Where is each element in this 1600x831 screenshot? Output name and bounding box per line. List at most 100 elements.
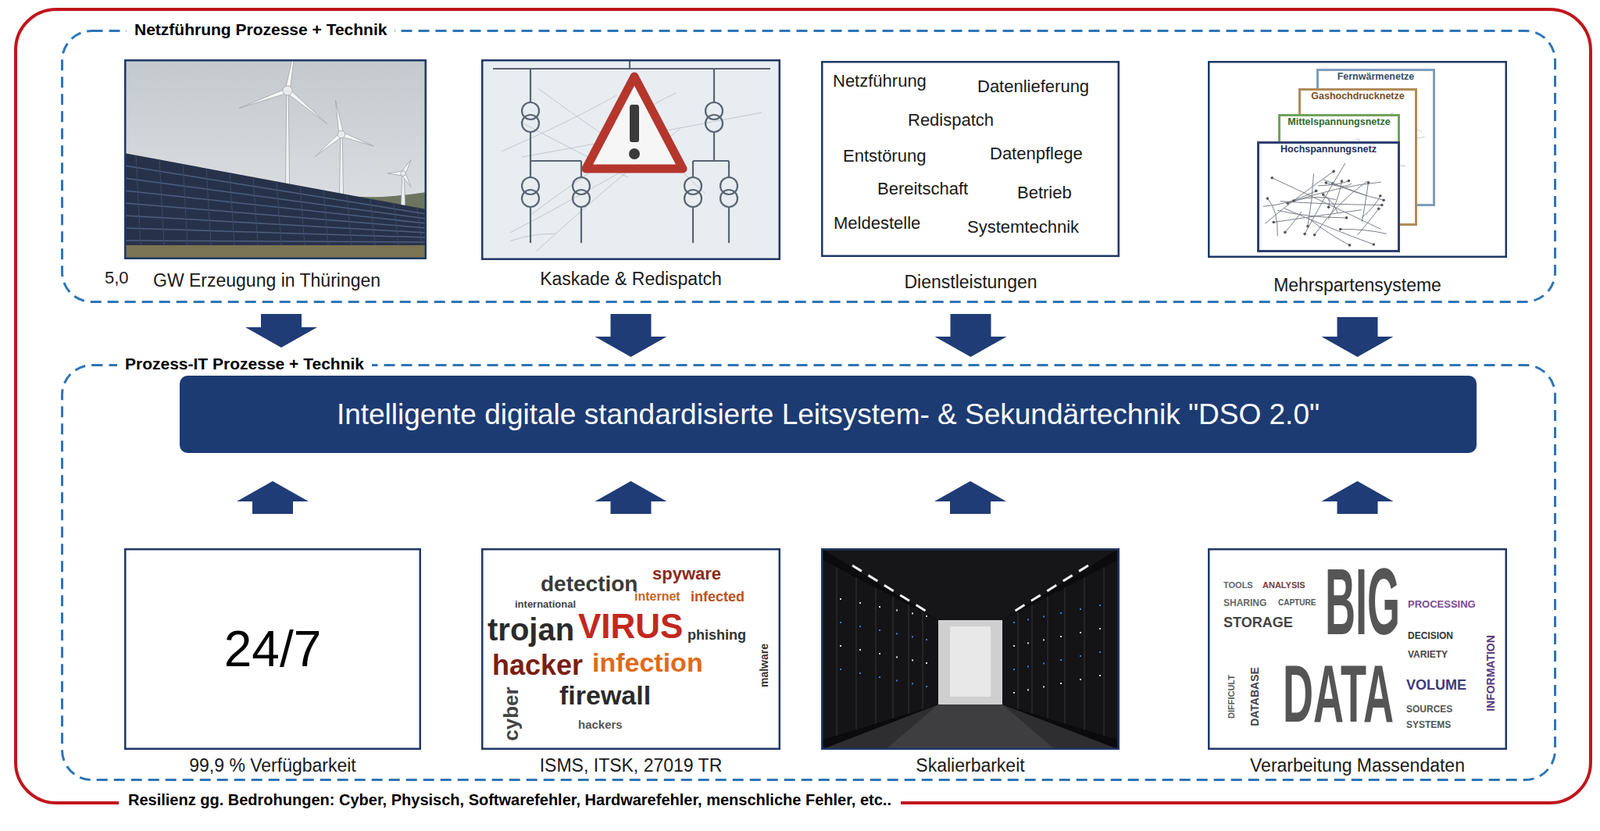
block-arrow <box>245 314 318 348</box>
server-room-photo-part-part-part <box>925 662 928 665</box>
network-card-outline-part <box>1382 198 1386 202</box>
wind-solar-photo-part-part-part <box>340 132 374 147</box>
wind-solar-photo-part-part-part <box>239 88 289 108</box>
image-frame-part <box>481 548 781 750</box>
block-arrow <box>1321 481 1394 515</box>
image-frame-part <box>1207 548 1508 750</box>
image-frame-part-part <box>1207 60 1508 258</box>
service-item: Datenpflege <box>989 143 1083 165</box>
outer-frame-part <box>15 9 1591 804</box>
wind-solar-photo-part-part-part <box>229 172 235 246</box>
server-room-photo-part-part-part <box>821 559 939 741</box>
cloud-word: CAPTURE <box>1278 598 1316 608</box>
grid-cascade-illustration-part-part-part <box>629 104 640 143</box>
image-frame-part-part <box>1208 549 1507 750</box>
image-frame-part-part <box>821 60 1120 258</box>
network-card-outline-part <box>1378 194 1383 198</box>
cloud-word: PROCESSING <box>1407 598 1476 611</box>
server-room-photo-part-part-part <box>1031 604 1033 715</box>
multi-utility-tile: MehrspartensystemeFernwärmenetzeGashochd… <box>1195 56 1520 299</box>
server-room-photo-part-part-part <box>896 656 898 658</box>
wind-solar-photo-part-part-part <box>124 153 427 246</box>
network-card-outline-part <box>1293 197 1336 202</box>
grid-cascade-illustration-part-part-part <box>530 160 582 162</box>
server-room-photo-part-part-part <box>911 659 914 661</box>
image-frame-part <box>1207 60 1508 258</box>
network-card-outline-part <box>1314 189 1318 193</box>
server-room-photo-part-part-part <box>859 672 861 675</box>
service-item: Netzführung <box>832 71 927 92</box>
network-card-outline-part <box>1327 205 1331 209</box>
wind-solar-photo-part-part-part <box>337 130 346 139</box>
grid-cascade-illustration-part-part-part <box>585 76 683 169</box>
cloud-word: internet <box>634 589 681 604</box>
server-room-photo-part-part-part <box>855 577 858 730</box>
server-room-photo-part-part-part <box>1099 604 1101 607</box>
grid-cascade-illustration-part-part-part <box>728 207 730 243</box>
wind-solar-photo-part-part-part <box>393 203 399 246</box>
server-room-photo-part-part-part <box>1042 662 1045 665</box>
server-room-photo-part-part-part <box>907 604 910 715</box>
server-room-photo-part-part-part <box>821 548 1120 750</box>
server-room-photo-part-part-part <box>839 598 842 600</box>
cloud-word: spyware <box>652 564 722 585</box>
server-room-photo <box>814 545 1127 779</box>
wind-solar-photo-part-part-part <box>206 168 211 247</box>
server-room-photo-part-part-part <box>1027 665 1029 668</box>
network-card-outline-part <box>1272 221 1276 225</box>
server-room-photo-part-part-part <box>859 649 861 651</box>
image-frame-part-part-part <box>481 548 781 750</box>
grid-cascade-illustration-part-part-part <box>692 160 694 178</box>
grid-cascade-illustration-part-part-part <box>692 160 729 162</box>
dashed-group-outline-part <box>62 365 1556 781</box>
network-card-outline-part <box>1332 170 1336 174</box>
process-it-group: Prozess-IT Prozesse + TechnikIntelligent… <box>60 364 1557 782</box>
network-card-outline-part <box>1314 181 1368 236</box>
cloud-word: hackers <box>578 717 623 733</box>
server-room-photo-part-part-part <box>1060 682 1062 685</box>
server-room-photo-part-part-part <box>1013 645 1015 647</box>
server-room-photo-part-part-part <box>835 567 838 736</box>
service-item: Bereitschaft <box>877 178 968 200</box>
server-room-photo-part-part-part <box>878 653 881 655</box>
service-item: Betrieb <box>1017 182 1072 204</box>
network-card-outline-part <box>1283 231 1287 235</box>
server-room-photo-part-part-part <box>878 676 881 679</box>
wind-solar-photo-part-part-part <box>276 181 282 246</box>
server-room-photo-part-part-part <box>896 632 898 635</box>
server-room-photo-part-part-part <box>1042 615 1045 618</box>
cascade-tile: Kaskade & Redispatch <box>468 56 793 296</box>
grid-cascade-illustration-part-part-part <box>529 160 532 178</box>
wind-solar-photo-part-part <box>125 60 426 259</box>
tile-caption: Skalierbarkeit <box>814 755 1127 778</box>
group-heading: Netzführung Prozesse + Technik <box>126 19 395 40</box>
server-room-photo-part-part-part <box>921 612 924 711</box>
network-card: Hochspannungsnetz <box>1257 141 1400 253</box>
cloud-word: infection <box>592 646 704 679</box>
grid-cascade-illustration <box>468 56 793 296</box>
server-room-photo-part-part-part <box>892 596 894 719</box>
server-room-photo-part-part-part <box>896 679 898 682</box>
cloud-word: infected <box>690 589 745 607</box>
server-room-photo-part-part-part <box>1083 577 1086 730</box>
grid-cascade-illustration-part-part-part <box>628 148 640 160</box>
grid-cascade-illustration-part-part-part <box>713 68 715 103</box>
wind-solar-photo-part-part-part <box>346 194 352 246</box>
network-card-outline-part <box>1348 243 1352 247</box>
wind-solar-photo <box>101 56 438 296</box>
services-tile: NetzführungDatenlieferungRedispatchEntst… <box>812 56 1129 296</box>
grid-cascade-illustration-part-part-part <box>728 160 730 178</box>
server-room-photo-part-part-part <box>938 620 1003 705</box>
server-room-photo-part-part-part <box>1099 628 1101 630</box>
cloud-word: SHARING <box>1223 597 1267 609</box>
generation-tile: 5,0GW Erzeugung in Thüringen <box>101 56 438 296</box>
block-arrow <box>1321 317 1394 358</box>
wind-solar-photo-part-part-part <box>370 199 375 246</box>
wind-solar-photo-part-part-part <box>124 245 427 260</box>
cloud-word: cyber <box>500 686 522 741</box>
tile-caption: ISMS, ITSK, 27019 TR <box>474 755 788 778</box>
cloud-word: DIFFICULT <box>1227 675 1236 719</box>
server-room-photo-part-part-part <box>1079 608 1082 611</box>
server-room-photo-part-part-part <box>1010 565 1089 615</box>
